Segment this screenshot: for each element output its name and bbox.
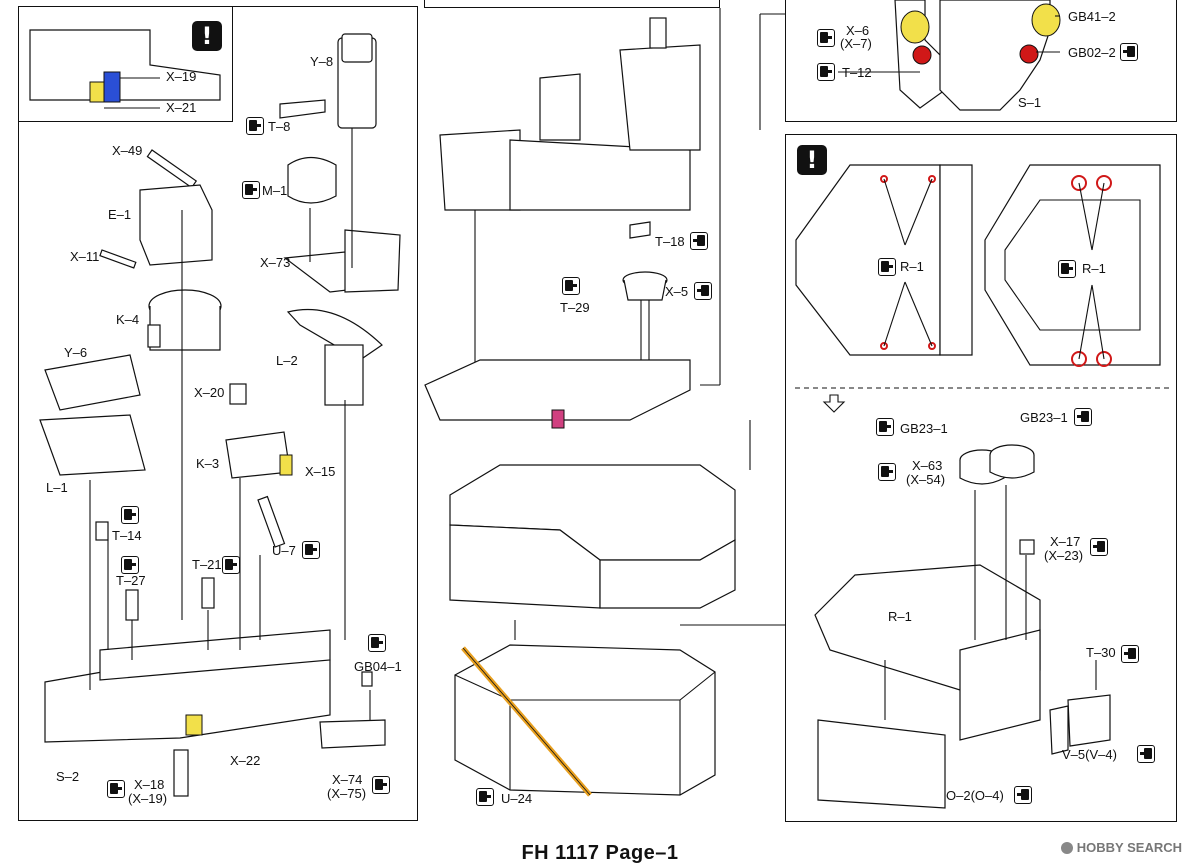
- watermark: HOBBY SEARCH: [1060, 840, 1182, 855]
- label-x75-paren: (X–75): [327, 786, 367, 801]
- watermark-text: HOBBY SEARCH: [1076, 840, 1182, 855]
- label-u7: U–7: [272, 543, 296, 558]
- label-t27: T–27: [116, 573, 146, 588]
- center-top-panel: [424, 0, 720, 8]
- cement-icon: [302, 541, 320, 559]
- label-x22: X–22: [230, 753, 261, 768]
- cement-icon: [1120, 43, 1138, 61]
- label-o2: O–2(O–4): [946, 788, 1004, 803]
- label-x21-inset: X–21: [166, 100, 197, 115]
- label-gb02: GB02–2: [1068, 45, 1116, 60]
- cement-icon: [1137, 745, 1155, 763]
- label-t29: T–29: [560, 300, 590, 315]
- label-r1-left: R–1: [900, 259, 924, 274]
- inset-deck-part: [29, 29, 221, 109]
- label-l2: L–2: [276, 353, 298, 368]
- cement-icon: [876, 418, 894, 436]
- label-v5: V–5(V–4): [1062, 747, 1117, 762]
- label-x5: X–5: [665, 284, 689, 299]
- label-x11: X–11: [70, 249, 100, 264]
- label-t8: T–8: [268, 119, 291, 134]
- cement-icon: [1121, 645, 1139, 663]
- top-right-parts: [759, 0, 1061, 130]
- label-x73: X–73: [260, 255, 291, 270]
- label-t14: T–14: [112, 528, 142, 543]
- warning-icon-right: !: [797, 145, 827, 175]
- watermark-logo-icon: [1060, 842, 1073, 854]
- label-r1-right: R–1: [1082, 261, 1106, 276]
- label-x74: X–74: [332, 772, 363, 787]
- cement-icon: [121, 506, 139, 524]
- center-parts: [424, 8, 785, 797]
- label-y6: Y–6: [64, 345, 88, 360]
- label-s2: S–2: [56, 769, 80, 784]
- cement-icon: [1074, 408, 1092, 426]
- label-x19-inset: X–19: [166, 69, 197, 84]
- left-parts: [39, 33, 401, 797]
- label-gb04: GB04–1: [354, 659, 402, 674]
- label-t21: T–21: [192, 557, 222, 572]
- cement-icon: [121, 556, 139, 574]
- cement-icon: [694, 282, 712, 300]
- label-m1: M–1: [262, 183, 288, 198]
- label-k3: K–3: [196, 456, 220, 471]
- label-k4: K–4: [116, 312, 140, 327]
- label-gb23-left: GB23–1: [900, 421, 948, 436]
- warning-icon-left: !: [192, 21, 222, 51]
- cement-icon: [368, 634, 386, 652]
- label-x63: X–63: [912, 458, 943, 473]
- label-r1-deck: R–1: [888, 609, 912, 624]
- cement-icon: [817, 63, 835, 81]
- label-x18: X–18: [134, 777, 165, 792]
- cement-icon: [222, 556, 240, 574]
- label-x54-paren: (X–54): [906, 472, 946, 487]
- label-l1: L–1: [46, 480, 68, 495]
- page-title: FH 1117 Page–1: [521, 842, 679, 864]
- cement-icon: [690, 232, 708, 250]
- label-t18: T–18: [655, 234, 685, 249]
- cement-icon: [878, 258, 896, 276]
- label-t30: T–30: [1086, 645, 1116, 660]
- label-y8: Y–8: [310, 54, 334, 69]
- cement-icon: [817, 29, 835, 47]
- label-gb41: GB41–2: [1068, 9, 1116, 24]
- label-x23-paren: (X–23): [1044, 548, 1084, 563]
- label-x6: X–6: [846, 23, 870, 38]
- label-x49: X–49: [112, 143, 143, 158]
- label-s1: S–1: [1018, 95, 1042, 110]
- cement-icon: [476, 788, 494, 806]
- cement-icon: [1014, 786, 1032, 804]
- label-gb23-right: GB23–1: [1020, 410, 1068, 425]
- cement-icon: [878, 463, 896, 481]
- cement-icon: [107, 780, 125, 798]
- label-x20: X–20: [194, 385, 225, 400]
- cement-icon: [246, 117, 264, 135]
- cement-icon: [372, 776, 390, 794]
- cement-icon: [1058, 260, 1076, 278]
- cement-icon: [1090, 538, 1108, 556]
- label-x15: X–15: [305, 464, 336, 479]
- label-u24: U–24: [501, 791, 533, 806]
- bottom-right-parts: [795, 164, 1170, 809]
- label-x19-paren: (X–19): [128, 791, 168, 806]
- cement-icon: [562, 277, 580, 295]
- label-x7-paren: (X–7): [840, 36, 872, 51]
- label-t12: T–12: [842, 65, 872, 80]
- label-e1: E–1: [108, 207, 132, 222]
- label-x17: X–17: [1050, 534, 1081, 549]
- cement-icon: [242, 181, 260, 199]
